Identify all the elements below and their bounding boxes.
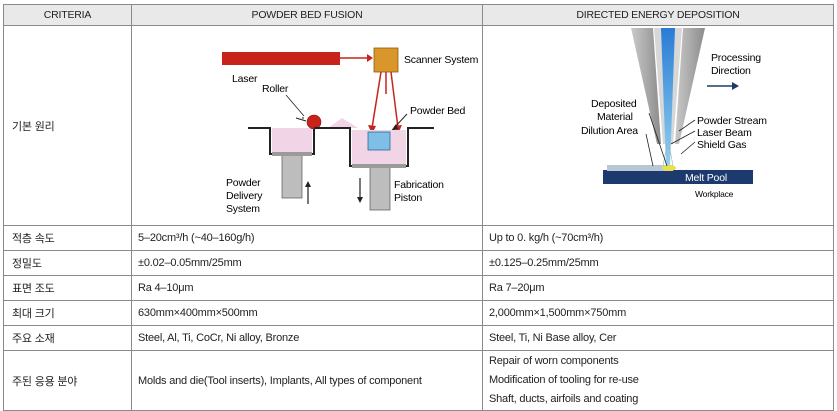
shield-gas-label: Shield Gas xyxy=(697,139,746,151)
table-row: 최대 크기 630mm×400mm×500mm 2,000mm×1,500mm×… xyxy=(3,300,834,326)
row-pbf: Ra 4–10μm xyxy=(131,275,483,301)
powder-bed-label: Powder Bed xyxy=(410,105,466,117)
deposited-label-1: Deposited xyxy=(591,98,637,110)
row-criteria: 주요 소재 xyxy=(3,325,132,351)
row-pbf: ±0.02–0.05mm/25mm xyxy=(131,250,483,276)
delivery-label-1: Powder xyxy=(226,177,261,189)
row-ded: 2,000mm×1,500mm×750mm xyxy=(482,300,834,326)
principle-row: 기본 원리 xyxy=(3,25,834,226)
header-criteria: CRITERIA xyxy=(3,4,132,26)
delivery-label-2: Delivery xyxy=(226,190,263,202)
workplace-plate xyxy=(603,170,753,184)
processing-label-1: Processing xyxy=(711,52,761,64)
roller-label: Roller xyxy=(262,83,289,95)
principle-label: 기본 원리 xyxy=(3,25,132,226)
table-row: 주요 소재 Steel, Al, Ti, CoCr, Ni alloy, Bro… xyxy=(3,325,834,351)
roller xyxy=(306,114,322,130)
row-criteria: 최대 크기 xyxy=(3,300,132,326)
row-pbf: 630mm×400mm×500mm xyxy=(131,300,483,326)
fab-label-2: Piston xyxy=(394,192,422,204)
header-ded: DIRECTED ENERGY DEPOSITION xyxy=(482,4,834,26)
row-ded: Steel, Ti, Ni Base alloy, Cer xyxy=(482,325,834,351)
comparison-table: CRITERIA POWDER BED FUSION DIRECTED ENER… xyxy=(3,4,834,411)
ded-diagram-cell: Processing Direction Deposited Material … xyxy=(482,25,834,226)
applications-criteria: 주된 응용 분야 xyxy=(3,350,132,411)
dilution-label: Dilution Area xyxy=(581,125,638,137)
row-criteria: 표면 조도 xyxy=(3,275,132,301)
delivery-label-3: System xyxy=(226,203,260,215)
pbf-diagram: Laser Roller Scanner System Powder Bed P… xyxy=(222,47,479,215)
applications-pbf: Molds and die(Tool inserts), Implants, A… xyxy=(131,350,483,411)
applications-row: 주된 응용 분야 Molds and die(Tool inserts), Im… xyxy=(3,350,834,411)
laser-beam-label: Laser Beam xyxy=(697,127,752,139)
row-pbf: 5–20cm³/h (~40–160g/h) xyxy=(131,225,483,251)
applications-ded-line-2: Modification of tooling for re-use xyxy=(489,374,639,386)
table-row: 적층 속도 5–20cm³/h (~40–160g/h) Up to 0. kg… xyxy=(3,225,834,251)
pbf-diagram-cell: Laser Roller Scanner System Powder Bed P… xyxy=(131,25,483,226)
fab-label-1: Fabrication xyxy=(394,179,444,191)
powder-stream-label: Powder Stream xyxy=(697,115,767,127)
melt-pool-label: Melt Pool xyxy=(685,172,727,184)
applications-ded: Repair of worn components Modification o… xyxy=(482,350,834,411)
processing-label-2: Direction xyxy=(711,65,751,77)
scanner-label: Scanner System xyxy=(404,54,479,66)
table-row: 정밀도 ±0.02–0.05mm/25mm ±0.125–0.25mm/25mm xyxy=(3,250,834,276)
ded-diagram: Processing Direction Deposited Material … xyxy=(581,28,767,199)
row-ded: Ra 7–20μm xyxy=(482,275,834,301)
row-ded: Up to 0. kg/h (~70cm³/h) xyxy=(482,225,834,251)
scanner-box xyxy=(373,47,399,73)
build-part xyxy=(367,131,391,151)
row-pbf: Steel, Al, Ti, CoCr, Ni alloy, Bronze xyxy=(131,325,483,351)
laser-label: Laser xyxy=(232,73,258,85)
laser-source xyxy=(222,52,340,65)
table-row: 표면 조도 Ra 4–10μm Ra 7–20μm xyxy=(3,275,834,301)
deposited-label-2: Material xyxy=(597,111,633,123)
row-ded: ±0.125–0.25mm/25mm xyxy=(482,250,834,276)
row-criteria: 정밀도 xyxy=(3,250,132,276)
applications-ded-line-1: Repair of worn components xyxy=(489,355,619,367)
workplace-label: Workplace xyxy=(695,189,734,199)
header-pbf: POWDER BED FUSION xyxy=(131,4,483,26)
applications-ded-line-3: Shaft, ducts, airfoils and coating xyxy=(489,393,639,405)
row-criteria: 적층 속도 xyxy=(3,225,132,251)
header-row: CRITERIA POWDER BED FUSION DIRECTED ENER… xyxy=(3,4,834,26)
